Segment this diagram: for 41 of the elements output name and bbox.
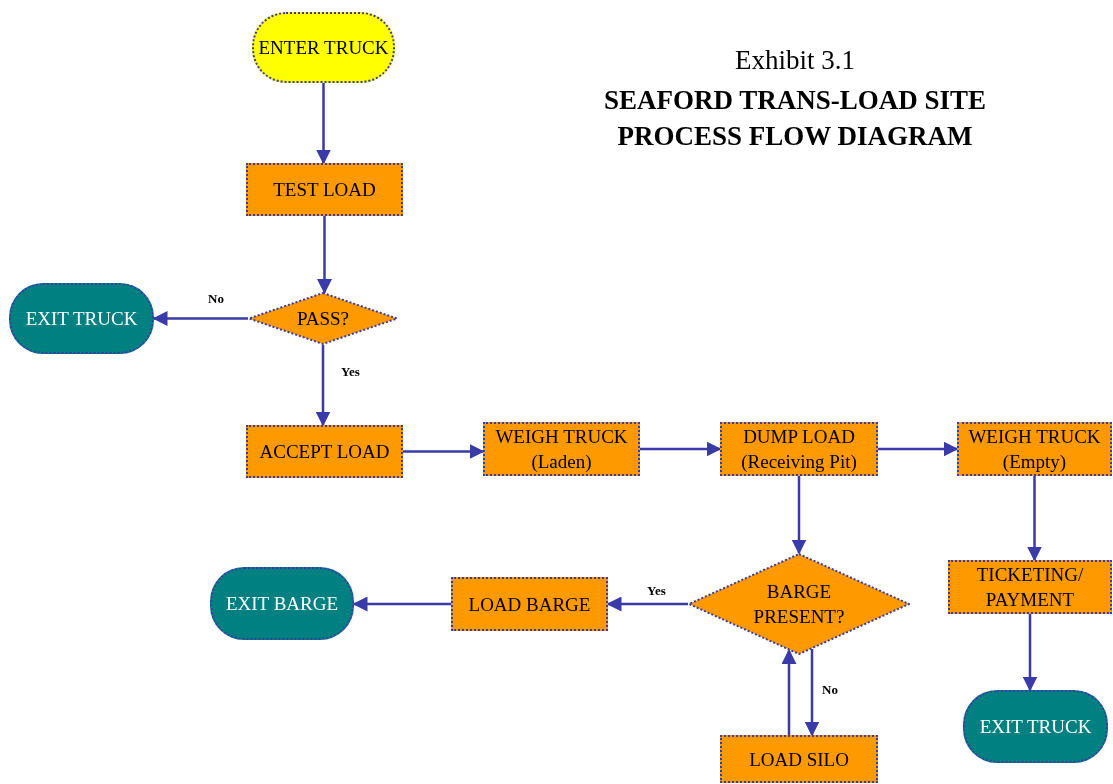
arrow: [804, 649, 820, 737]
arrow: [316, 83, 331, 165]
process-box: [720, 735, 878, 783]
process-box: [246, 425, 403, 478]
node-label: ACCEPT LOAD: [259, 440, 390, 464]
node-label: LOAD SILO: [749, 747, 849, 772]
node-label: ENTER TRUCK: [258, 36, 389, 60]
process-box: [451, 577, 608, 631]
arrow: [315, 345, 331, 427]
node-label: WEIGH TRUCK (Empty): [967, 425, 1102, 474]
arrow: [640, 441, 722, 457]
arrow: [878, 441, 959, 457]
diagram-title: SEAFORD TRANS-LOAD SITE PROCESS FLOW DIAGRAM: [602, 84, 988, 153]
arrow: [352, 596, 451, 612]
arrow: [781, 648, 797, 735]
node-label: EXIT TRUCK: [979, 715, 1092, 739]
node-label: BARGE PRESENT?: [752, 580, 846, 629]
process-box: [948, 560, 1112, 614]
node-label: LOAD BARGE: [468, 592, 591, 617]
exhibit-number: Exhibit 3.1: [734, 44, 856, 76]
process-box: [483, 422, 640, 476]
end-terminal: [963, 690, 1108, 763]
arrow: [403, 444, 485, 459]
node-label: TICKETING/ PAYMENT: [975, 563, 1085, 612]
node-label: EXIT BARGE: [225, 592, 339, 616]
process-box: [720, 422, 878, 476]
process-box: [246, 163, 403, 216]
arrow: [791, 476, 807, 555]
node-label: EXIT TRUCK: [25, 307, 138, 331]
arrow: [1022, 614, 1038, 692]
node-label: DUMP LOAD (Receiving Pit): [740, 425, 858, 474]
node-label: PASS?: [296, 307, 350, 331]
node-label: WEIGH TRUCK (Laden): [494, 425, 629, 474]
arrow: [317, 216, 332, 295]
decision-diamond: [248, 292, 398, 345]
arrow: [1027, 476, 1042, 562]
process-box: [957, 422, 1112, 476]
decision-diamond: [688, 553, 910, 655]
node-label: TEST LOAD: [273, 178, 376, 202]
arrow: [152, 311, 248, 326]
end-terminal: [210, 567, 354, 640]
